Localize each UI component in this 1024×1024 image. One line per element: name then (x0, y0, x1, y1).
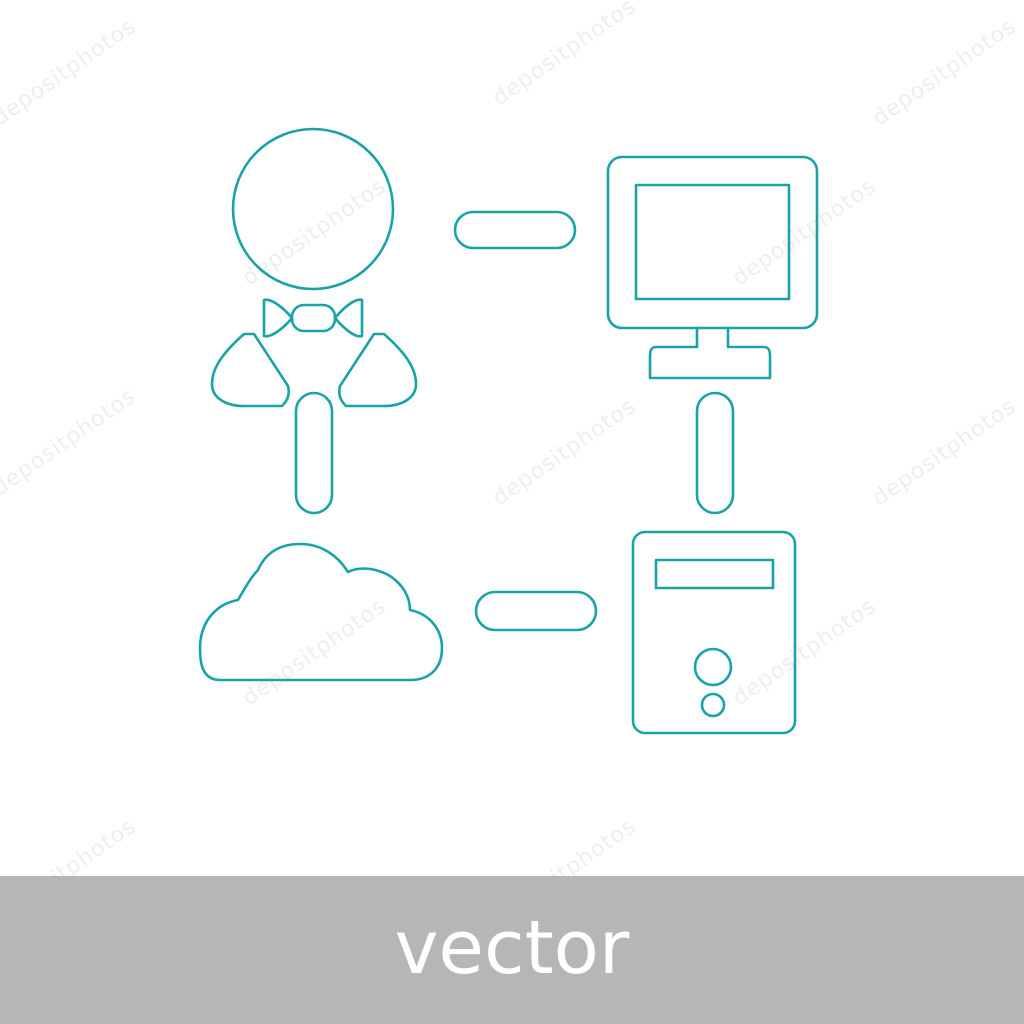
connector-cloud-tower (474, 590, 598, 632)
connector-person-cloud (294, 391, 334, 515)
left-shoulder (210, 332, 291, 408)
connector-person-monitor (453, 210, 577, 250)
right-shoulder (337, 332, 418, 408)
monitor-icon (606, 155, 819, 380)
connector-monitor-tower (695, 391, 735, 515)
bowtie-left-wing (262, 298, 294, 338)
tower-drive-slot (654, 558, 775, 590)
tower-power-button (693, 647, 733, 687)
tower-case (631, 530, 797, 735)
footer-label: vector (394, 905, 630, 991)
cloud-icon (198, 542, 444, 682)
network-diagram-illustration (198, 127, 819, 735)
computer-tower-icon (631, 530, 797, 735)
monitor-stand (648, 326, 772, 380)
person-with-bowtie-icon (210, 127, 418, 408)
person-head (231, 127, 395, 291)
footer-band (0, 876, 1024, 1024)
monitor-screen (634, 183, 791, 301)
bowtie-knot (290, 303, 337, 333)
tower-indicator (700, 692, 726, 718)
bowtie-right-wing (333, 298, 364, 338)
monitor-frame (606, 155, 819, 330)
